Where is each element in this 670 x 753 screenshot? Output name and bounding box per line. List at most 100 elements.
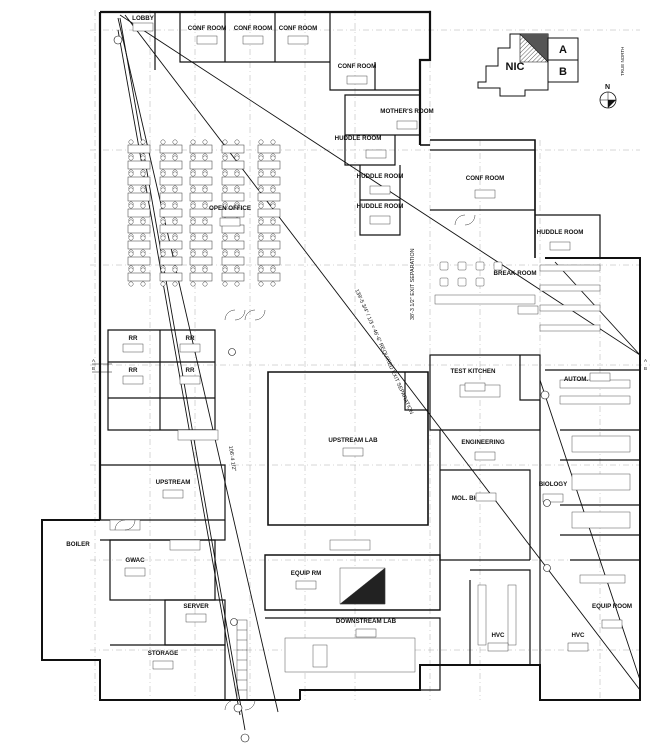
workstation-chair — [128, 171, 134, 177]
dimension-travel-distance: 106'-4 1/2" — [227, 445, 237, 471]
room-tag-hvc-2: HVC — [567, 632, 589, 652]
workstation-chair — [172, 155, 178, 161]
workstation-chair — [140, 139, 146, 145]
workstation-chair — [190, 251, 196, 257]
workstation-desk — [257, 240, 281, 250]
workstation-chair — [190, 171, 196, 177]
grid-marker-b: B — [92, 366, 95, 371]
svg-text:ENGINEERING: ENGINEERING — [461, 439, 505, 446]
interior-walls — [100, 12, 640, 700]
workstation-chair — [258, 267, 264, 273]
svg-text:RR: RR — [129, 367, 138, 374]
workstation-chair — [270, 187, 276, 193]
workstation-desk — [159, 224, 183, 234]
workstation-desk — [257, 192, 281, 202]
room-tag-gwac: GWAC — [124, 557, 146, 577]
svg-text:BIOLOGY: BIOLOGY — [539, 481, 568, 488]
workstation-chair — [160, 187, 166, 193]
workstation-chair — [222, 155, 228, 161]
workstation-chair — [270, 155, 276, 161]
workstation-chair — [222, 235, 228, 241]
workstation-chair — [202, 171, 208, 177]
workstation-desk — [189, 256, 213, 266]
key-plan-a: A — [559, 44, 567, 56]
workstation-chair — [140, 155, 146, 161]
workstation-chair — [172, 219, 178, 225]
svg-text:HUDDLE ROOM: HUDDLE ROOM — [357, 203, 404, 210]
room-tag-storage: STORAGE — [148, 650, 178, 670]
open-office-workstations — [127, 139, 281, 287]
workstation-chair — [234, 203, 240, 209]
dimension-exit-separation: 38'-3 1/2" EXIT SEPARATION — [410, 248, 416, 320]
workstation-desk — [221, 256, 245, 266]
workstation-chair — [128, 219, 134, 225]
workstation-desk — [257, 224, 281, 234]
workstation-desk — [159, 144, 183, 154]
workstation-chair — [270, 235, 276, 241]
workstation-chair — [140, 267, 146, 273]
room-tag-downstream-lab: DOWNSTREAM LAB — [336, 618, 397, 638]
workstation-desk — [221, 160, 245, 170]
room-tag-huddle-2: HUDDLE ROOM — [357, 173, 403, 195]
egress-lines — [117, 14, 641, 731]
svg-text:MOL. BIO: MOL. BIO — [452, 495, 480, 502]
workstation-desk — [189, 192, 213, 202]
room-tag-rr-2: RR — [179, 335, 201, 353]
workstation-desk — [159, 176, 183, 186]
workstation-chair — [128, 251, 134, 257]
workstation-chair — [270, 281, 276, 287]
workstation-chair — [258, 235, 264, 241]
svg-text:BOILER: BOILER — [66, 541, 90, 548]
workstation-desk — [127, 272, 151, 282]
room-tag-open-office: OPEN OFFICE — [209, 205, 251, 227]
workstation-chair — [160, 267, 166, 273]
workstation-chair — [140, 251, 146, 257]
room-tag-mol-bio: MOL. BIO — [452, 492, 497, 502]
workstation-chair — [202, 203, 208, 209]
stair — [236, 619, 248, 701]
workstation-chair — [190, 281, 196, 287]
room-tag-mothers: MOTHER'S ROOM — [380, 108, 434, 130]
key-plan-b: B — [559, 66, 567, 78]
svg-text:STORAGE: STORAGE — [148, 650, 178, 657]
workstation-desk — [257, 144, 281, 154]
workstation-desk — [257, 160, 281, 170]
dimension-callouts: 38'-3 1/2" EXIT SEPARATION 139'-5 3/4" /… — [227, 248, 416, 471]
workstation-chair — [128, 187, 134, 193]
workstation-desk — [189, 208, 213, 218]
workstation-chair — [172, 235, 178, 241]
workstation-chair — [160, 203, 166, 209]
workstation-desk — [221, 144, 245, 154]
workstation-desk — [127, 144, 151, 154]
room-tag-biology: BIOLOGY — [539, 481, 568, 503]
workstation-desk — [189, 160, 213, 170]
workstation-chair — [172, 171, 178, 177]
svg-text:HVC: HVC — [491, 632, 505, 639]
svg-text:CONF ROOM: CONF ROOM — [188, 25, 227, 32]
workstation-desk — [189, 144, 213, 154]
north-letter: N — [605, 84, 610, 91]
svg-text:CONF ROOM: CONF ROOM — [466, 175, 505, 182]
svg-text:SERVER: SERVER — [183, 603, 209, 610]
workstation-chair — [258, 281, 264, 287]
workstation-chair — [172, 251, 178, 257]
workstation-chair — [222, 187, 228, 193]
workstation-chair — [222, 171, 228, 177]
workstation-desk — [159, 160, 183, 170]
workstation-chair — [160, 235, 166, 241]
key-plan-nic: NIC — [506, 61, 525, 73]
workstation-chair — [172, 203, 178, 209]
workstation-chair — [190, 267, 196, 273]
room-tag-engineering: ENGINEERING — [461, 439, 505, 461]
workstation-chair — [172, 267, 178, 273]
workstation-desk — [159, 240, 183, 250]
grid-marker-b-right: B — [644, 366, 647, 371]
workstation-chair — [128, 203, 134, 209]
workstation-desk — [127, 192, 151, 202]
workstation-desk — [189, 240, 213, 250]
svg-text:RR: RR — [129, 335, 138, 342]
workstation-desk — [189, 272, 213, 282]
workstation-desk — [159, 256, 183, 266]
room-tag-lobby: LOBBY — [132, 15, 155, 32]
